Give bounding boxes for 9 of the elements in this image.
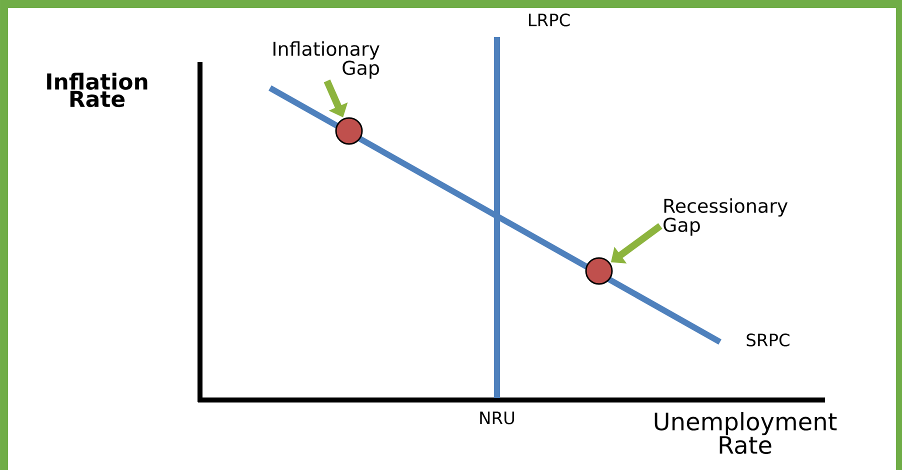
- curve-label: SRPC: [746, 334, 790, 346]
- equilibrium-dot: [335, 117, 363, 145]
- curve-label: LRPC: [528, 14, 570, 26]
- axis-title: Inflation Rate: [47, 72, 148, 108]
- axis-tick-label: NRU: [480, 412, 514, 424]
- equilibrium-dot: [585, 257, 613, 285]
- gap-label: Inflationary Gap: [274, 41, 380, 79]
- axis-title: Unemployment Rate: [654, 412, 837, 454]
- gap-label: Recessionary Gap: [664, 198, 788, 236]
